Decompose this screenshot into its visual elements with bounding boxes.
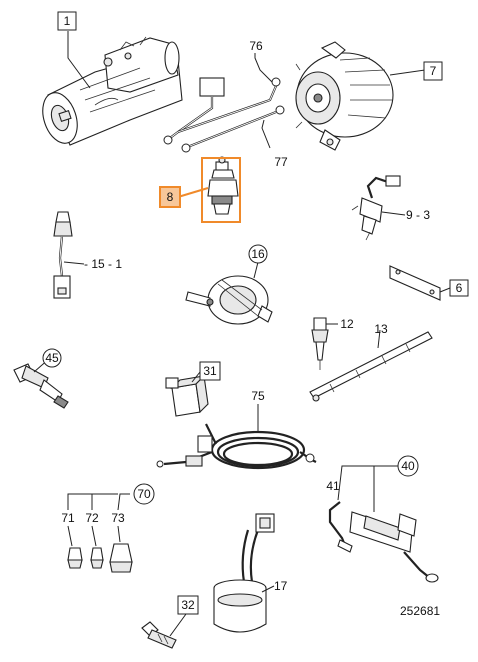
callout-70[interactable]: 70	[133, 483, 155, 505]
svg-text:31: 31	[203, 364, 217, 378]
svg-text:77: 77	[274, 155, 288, 169]
svg-text:13: 13	[374, 322, 388, 336]
part-relay[interactable]	[165, 374, 209, 417]
part-glow-plug[interactable]	[311, 317, 329, 370]
callout-15-1[interactable]: - 15 - 1	[84, 257, 122, 271]
part-alternator[interactable]	[295, 41, 394, 151]
part-bus-bar[interactable]	[309, 331, 433, 402]
part-wiring-strap[interactable]	[163, 77, 285, 153]
callout-31[interactable]: 31	[199, 361, 221, 381]
callout-32[interactable]: 32	[177, 595, 199, 615]
reference-number: 252681	[400, 604, 440, 618]
callout-6[interactable]: 6	[449, 279, 469, 297]
svg-text:- 15 - 1: - 15 - 1	[84, 257, 122, 271]
part-sensor-with-plug[interactable]	[53, 211, 73, 299]
callout-1[interactable]: 1	[57, 11, 77, 31]
callout-41[interactable]: 41	[326, 479, 340, 493]
callout-71[interactable]: 71	[61, 511, 75, 525]
part-bulbs[interactable]	[67, 543, 133, 573]
svg-text:71: 71	[61, 511, 75, 525]
callout-7[interactable]: 7	[423, 61, 443, 81]
leader-lines	[33, 31, 451, 637]
svg-text:1: 1	[64, 14, 71, 28]
callout-9-3[interactable]: 9 - 3	[406, 208, 430, 222]
part-temperature-sender[interactable]	[351, 175, 401, 241]
svg-text:45: 45	[45, 351, 59, 365]
svg-text:72: 72	[85, 511, 99, 525]
callout-13[interactable]: 13	[374, 322, 388, 336]
callout-72[interactable]: 72	[85, 511, 99, 525]
svg-text:17: 17	[274, 579, 288, 593]
svg-text:9 - 3: 9 - 3	[406, 208, 430, 222]
svg-text:76: 76	[249, 39, 263, 53]
part-level-sensor[interactable]	[213, 513, 275, 633]
callout-12[interactable]: 12	[340, 317, 354, 331]
svg-text:32: 32	[181, 598, 195, 612]
svg-text:41: 41	[326, 479, 340, 493]
part-bolt-sensor[interactable]	[141, 621, 177, 649]
callout-73[interactable]: 73	[111, 511, 125, 525]
svg-text:12: 12	[340, 317, 354, 331]
part-vacuum-pump[interactable]	[185, 275, 273, 325]
callout-17[interactable]: 17	[274, 579, 288, 593]
part-wiring-harness[interactable]	[156, 423, 317, 470]
svg-text:6: 6	[456, 281, 463, 295]
svg-text:7: 7	[430, 64, 437, 78]
callout-76[interactable]: 76	[249, 39, 263, 53]
svg-text:70: 70	[137, 487, 151, 501]
callout-40[interactable]: 40	[397, 455, 419, 477]
part-bracket-plate[interactable]	[389, 265, 441, 301]
part-temp-sensor[interactable]	[13, 363, 69, 409]
callout-16[interactable]: 16	[248, 244, 268, 264]
callout-45[interactable]: 45	[42, 348, 62, 368]
part-starter-motor[interactable]	[37, 36, 183, 148]
svg-text:73: 73	[111, 511, 125, 525]
callout-77[interactable]: 77	[274, 155, 288, 169]
part-oil-pressure-switch[interactable]	[207, 156, 239, 215]
callout-75[interactable]: 75	[251, 389, 265, 403]
part-sensor-assembly[interactable]	[328, 501, 439, 583]
svg-text:75: 75	[251, 389, 265, 403]
svg-text:8: 8	[167, 190, 174, 204]
svg-text:40: 40	[401, 459, 415, 473]
svg-text:16: 16	[251, 247, 265, 261]
callout-8-highlighted[interactable]: 8	[159, 157, 241, 223]
